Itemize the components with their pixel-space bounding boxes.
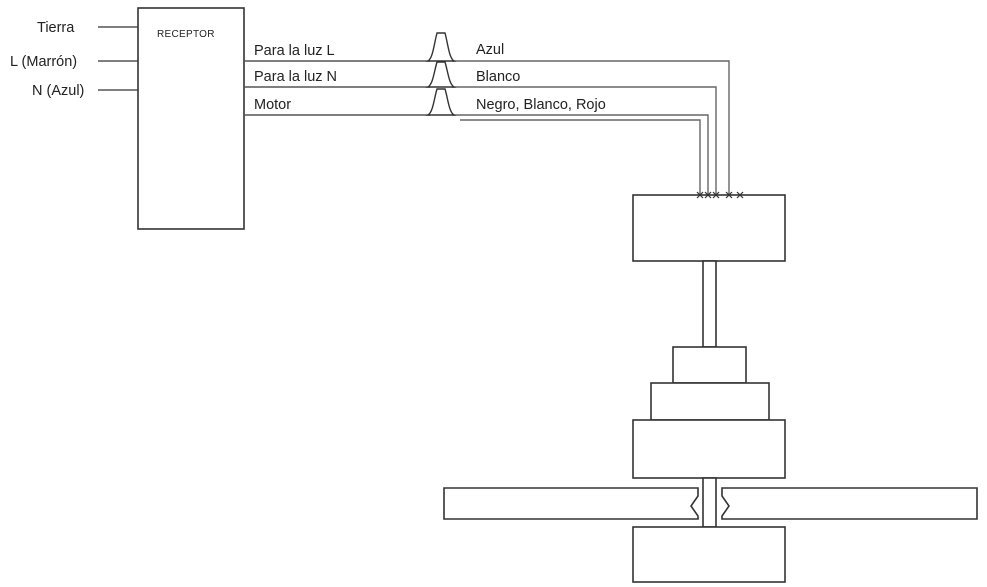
ground-label: Tierra xyxy=(37,20,75,36)
fan-downrod xyxy=(702,260,717,348)
neutral-label: N (Azul) xyxy=(32,83,84,99)
fan-housing-top xyxy=(672,346,747,384)
fan-canopy xyxy=(632,194,786,262)
fan-shaft xyxy=(702,477,717,528)
connector-light-l xyxy=(425,32,457,62)
light-l-fan-wire xyxy=(452,60,730,194)
ceiling-fan xyxy=(443,191,978,583)
light-n-fan-wire xyxy=(452,86,717,194)
connector-motor xyxy=(425,88,457,116)
fan-blade-left xyxy=(443,487,699,520)
fan-blade-right xyxy=(721,487,978,520)
motor-fan-wire-2 xyxy=(460,119,701,194)
output-wires xyxy=(244,60,730,194)
wire-connectors xyxy=(425,32,457,116)
light-l-color-label: Azul xyxy=(476,42,504,58)
receiver-title: RECEPTOR xyxy=(157,29,215,40)
light-n-color-label: Blanco xyxy=(476,69,520,85)
light-n-label: Para la luz N xyxy=(254,69,337,85)
terminal-marks xyxy=(696,191,744,199)
fan-housing-bottom xyxy=(632,419,786,479)
fan-light-kit xyxy=(632,526,786,583)
motor-label: Motor xyxy=(254,97,291,113)
connector-light-n xyxy=(425,61,457,88)
light-l-label: Para la luz L xyxy=(254,43,335,59)
motor-fan-wire-1 xyxy=(452,114,709,194)
motor-colors-label: Negro, Blanco, Rojo xyxy=(476,97,606,113)
receiver-box xyxy=(137,7,245,230)
fan-housing-middle xyxy=(650,382,770,421)
input-wires xyxy=(98,26,138,91)
live-label: L (Marrón) xyxy=(10,54,77,70)
